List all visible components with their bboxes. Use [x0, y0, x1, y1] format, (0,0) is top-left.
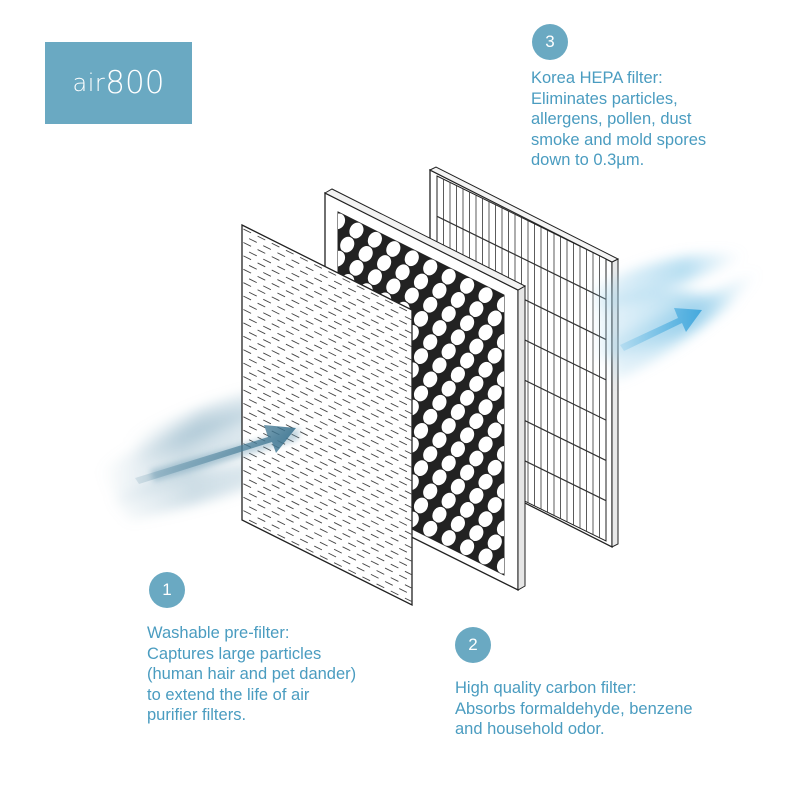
- description-line: down to 0.3µm.: [531, 151, 645, 169]
- description-line: allergens, pollen, dust: [531, 110, 692, 128]
- description-line: smoke and mold spores: [531, 130, 707, 149]
- description-line: Captures large particles: [147, 644, 322, 663]
- brand-logo: air 800: [45, 42, 192, 124]
- pre-filter-description: Washable pre-filter: Captures large part…: [147, 623, 356, 726]
- description-line: to extend the life of air: [147, 685, 310, 704]
- hepa-filter-description: Korea HEPA filter: Eliminates particles,…: [531, 68, 706, 171]
- airflow-out-arrow-icon: [620, 308, 702, 351]
- airflow-in-arrow-icon: [135, 425, 300, 484]
- description-line: purifier filters.: [147, 706, 247, 724]
- brand-model: 800: [105, 65, 165, 101]
- pre-filter-panel: [241, 223, 413, 607]
- step-2-badge: 2: [455, 627, 491, 663]
- pre-filter-title: Washable pre-filter:: [147, 624, 290, 642]
- airflow-out-mist: [595, 254, 760, 380]
- carbon-filter-title: High quality carbon filter:: [455, 679, 637, 697]
- brand-prefix: air: [72, 69, 106, 97]
- step-3-badge: 3: [532, 24, 568, 60]
- description-line: Eliminates particles,: [531, 89, 678, 108]
- hepa-filter-title: Korea HEPA filter:: [531, 69, 663, 87]
- description-line: (human hair and pet dander): [147, 665, 357, 683]
- description-line: and household odor.: [455, 720, 605, 738]
- description-line: Absorbs formaldehyde, benzene: [455, 699, 693, 718]
- step-1-badge: 1: [149, 572, 185, 608]
- carbon-filter-description: High quality carbon filter: Absorbs form…: [455, 678, 693, 740]
